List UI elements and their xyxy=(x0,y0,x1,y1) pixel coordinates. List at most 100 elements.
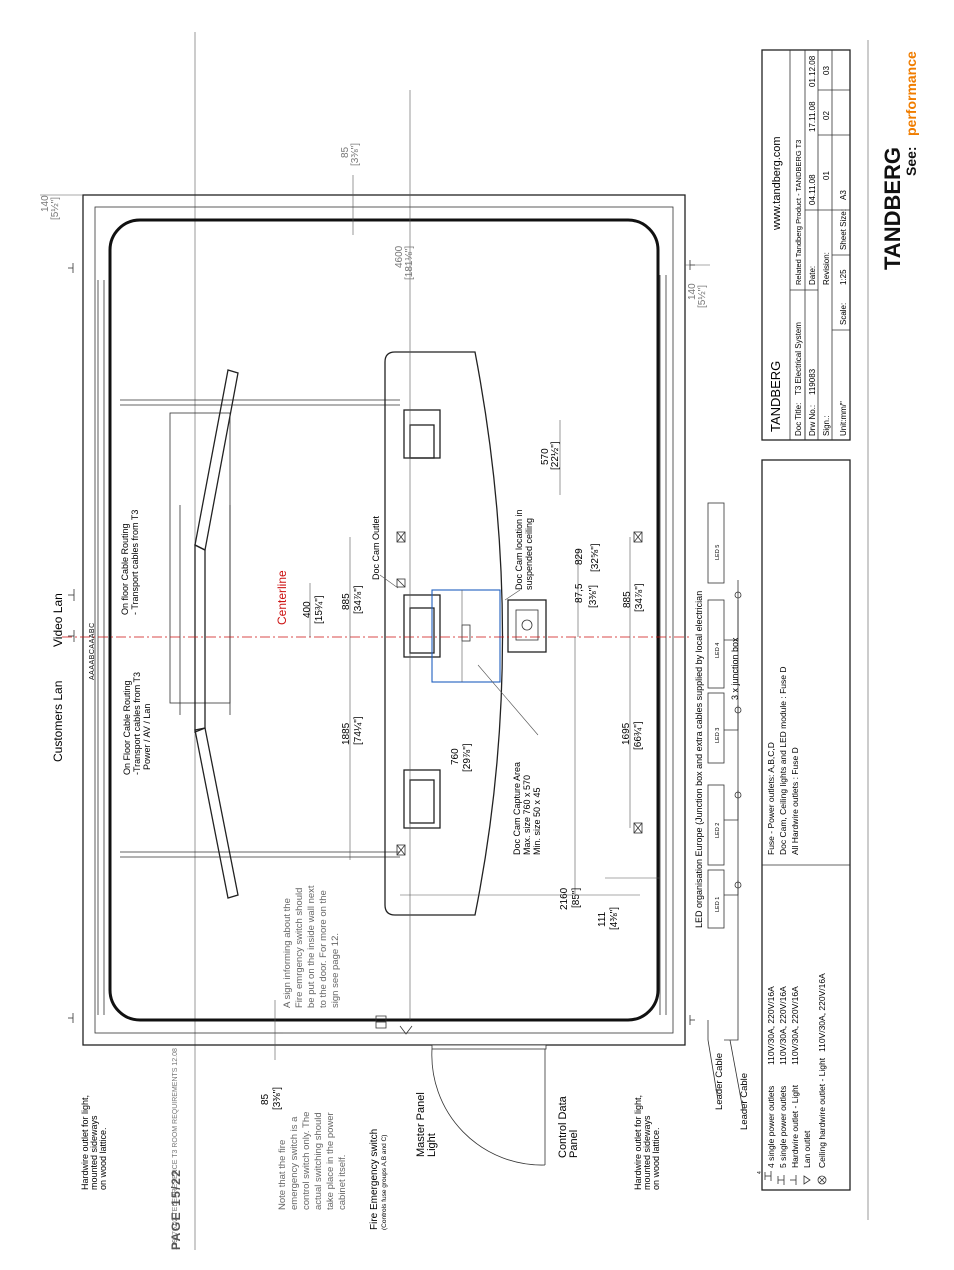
dim-829-in: [32⅝"] xyxy=(590,543,601,572)
dim-2160: 2160 xyxy=(559,887,570,910)
dim-885b-in: [34⅞"] xyxy=(634,583,645,612)
floor-routing-left-1: On Floor Cable Routing xyxy=(122,680,132,775)
capture-area-2: Max. size 760 x 570 xyxy=(522,775,532,855)
fuse-line-1: Fuse - Power outlets: A,B,C,D xyxy=(766,742,776,855)
floor-routing-right-2: - Transport cables from T3 xyxy=(130,510,140,615)
fire-switch-label: Fire Emergency switch xyxy=(369,1129,380,1230)
doc-title: T3 Electrical System xyxy=(794,322,803,395)
doc-cam xyxy=(507,599,547,653)
brand-tagline-prefix: See: xyxy=(903,146,919,176)
centerline-label: Centerline xyxy=(275,570,289,625)
dim-885a: 885 xyxy=(341,593,352,610)
footer-doc-ref: 119076.02 TELEPRESENCE T3 ROOM REQUIREME… xyxy=(172,1048,179,1250)
date-3: 01.12.08 xyxy=(808,55,817,87)
revision-1: 01 xyxy=(822,171,831,180)
doc-cam-location-2: suspended ceiling xyxy=(524,518,534,590)
capture-area-3: Min. size 50 x 45 xyxy=(532,787,542,855)
door-opening xyxy=(431,1044,547,1050)
led-module-1 xyxy=(707,869,725,929)
led-label-1: LED 1 xyxy=(715,897,721,912)
revision-2: 02 xyxy=(822,111,831,120)
doc-cam-outlet-label: Doc Cam Outlet xyxy=(371,515,381,580)
dim-111: 111 xyxy=(597,911,608,927)
doc-title-label: Doc Title: xyxy=(794,403,803,436)
fire-note-4: actual switching should xyxy=(313,1112,324,1210)
led-title: LED organisation Europe (Junction box an… xyxy=(694,591,704,928)
room-floorplan: AAAABCAAABC xyxy=(68,194,695,1166)
led-label-5: LED 5 xyxy=(715,545,721,560)
dim-400: 400 xyxy=(302,601,313,618)
hardwire-bottom-1: Hardwire outlet for light, xyxy=(633,1095,643,1190)
dim-4600-in: [181⅛"] xyxy=(404,246,415,280)
dim-885a-in: [34⅞"] xyxy=(353,585,364,614)
scale-label: Scale: xyxy=(839,303,848,325)
unit: Unit:mm/" xyxy=(839,401,848,436)
ceiling-outlet-3 xyxy=(396,844,406,856)
doc-cam-location-1: Doc Cam location in xyxy=(514,509,524,590)
floor-routing-left-2: -Transport cables from T3 xyxy=(132,672,142,775)
dim-140-right-in: [5½"] xyxy=(697,285,708,308)
led-label-2: LED 2 xyxy=(715,823,721,838)
control-data-2: Panel xyxy=(568,1130,580,1158)
dim-760: 760 xyxy=(450,748,461,765)
date-label: Date: xyxy=(808,266,817,285)
led-label-4: LED 4 xyxy=(715,643,721,658)
dim-570: 570 xyxy=(540,448,551,465)
led-module-4 xyxy=(707,599,725,689)
master-panel-switch-icon xyxy=(399,1025,413,1035)
led-module-5 xyxy=(707,502,725,584)
date-1: 04.11.08 xyxy=(808,174,817,205)
meeting-table xyxy=(384,351,504,916)
brand-logo: TANDBERG xyxy=(880,147,905,270)
floor-routing-right-1: On floor Cable Routing xyxy=(120,523,130,615)
legend-label-2: 5 single power outlets xyxy=(778,1086,788,1168)
dim-87-in: [3⅜"] xyxy=(588,585,599,608)
dim-140-right: 140 xyxy=(687,283,698,300)
dim-1885-in: [74¼"] xyxy=(352,716,364,745)
door-swing xyxy=(431,1048,546,1166)
video-lan-outlet-icon xyxy=(68,630,75,642)
hardwire-top-1: Hardwire outlet for light, xyxy=(80,1095,90,1190)
screen-right xyxy=(194,369,239,551)
dim-760-in: [29⅞"] xyxy=(462,743,473,772)
fire-note-3: control switch only. The xyxy=(301,1112,312,1210)
dim-85-left: 85 xyxy=(260,1093,271,1105)
dim-4600: 4600 xyxy=(394,245,405,268)
fire-note-6: cabinet itself. xyxy=(337,1155,348,1210)
dim-85-top-in: [3⅜"] xyxy=(350,143,361,166)
drw-no: 119083 xyxy=(808,368,817,395)
codec-unit-center xyxy=(403,594,441,658)
scale: 1:25 xyxy=(839,269,848,285)
fire-note-5: take place in the power xyxy=(325,1112,336,1210)
revision-3: 03 xyxy=(822,66,831,75)
led-label-3: LED 3 xyxy=(715,728,721,743)
dim-85-left-in: [3⅜"] xyxy=(272,1087,283,1110)
fire-switch-sub: (Controls fuse groups A,B and C) xyxy=(381,1135,388,1230)
dim-140-top-in: [5½"] xyxy=(50,197,61,220)
date-2: 17.11.08 xyxy=(808,101,817,132)
hardwire-outlet-icon-top-right xyxy=(68,263,74,273)
legend-box: 4 4 single power outlets 110V/30A, 220V/… xyxy=(757,459,851,1191)
company-name: TANDBERG xyxy=(768,361,783,432)
dim-85-top: 85 xyxy=(340,146,351,158)
sign-note-4: to the door. For more on the xyxy=(318,890,329,1008)
legend-hardwire-outlet-icon xyxy=(790,1175,797,1185)
junction-box-label: 3 x junction box xyxy=(730,637,740,700)
capture-area-1: Doc Cam Capture Area xyxy=(512,762,522,855)
hardwire-outlet-icon-bottom-left xyxy=(689,1015,695,1025)
ceiling-outlet-4 xyxy=(633,531,643,543)
power-outlet-icon xyxy=(68,589,75,601)
sign-note-3: be put on the inside wall next xyxy=(306,885,317,1008)
brand-tagline-word: performance xyxy=(903,51,919,136)
legend-5-outlet-icon xyxy=(777,1175,785,1185)
dim-570-in: [22½"] xyxy=(550,441,561,470)
video-lan-label: Video Lan xyxy=(51,593,65,647)
doc-cam-capture-area xyxy=(431,589,501,683)
hardwire-top-3: on wood lattice. xyxy=(98,1127,108,1190)
led-module-3 xyxy=(707,692,725,764)
dim-2160-in: [85"] xyxy=(571,888,582,908)
legend-4-outlet-icon: 4 xyxy=(757,1171,772,1181)
codec-unit-left xyxy=(403,769,441,829)
customers-lan-label: Customers Lan xyxy=(51,681,65,762)
